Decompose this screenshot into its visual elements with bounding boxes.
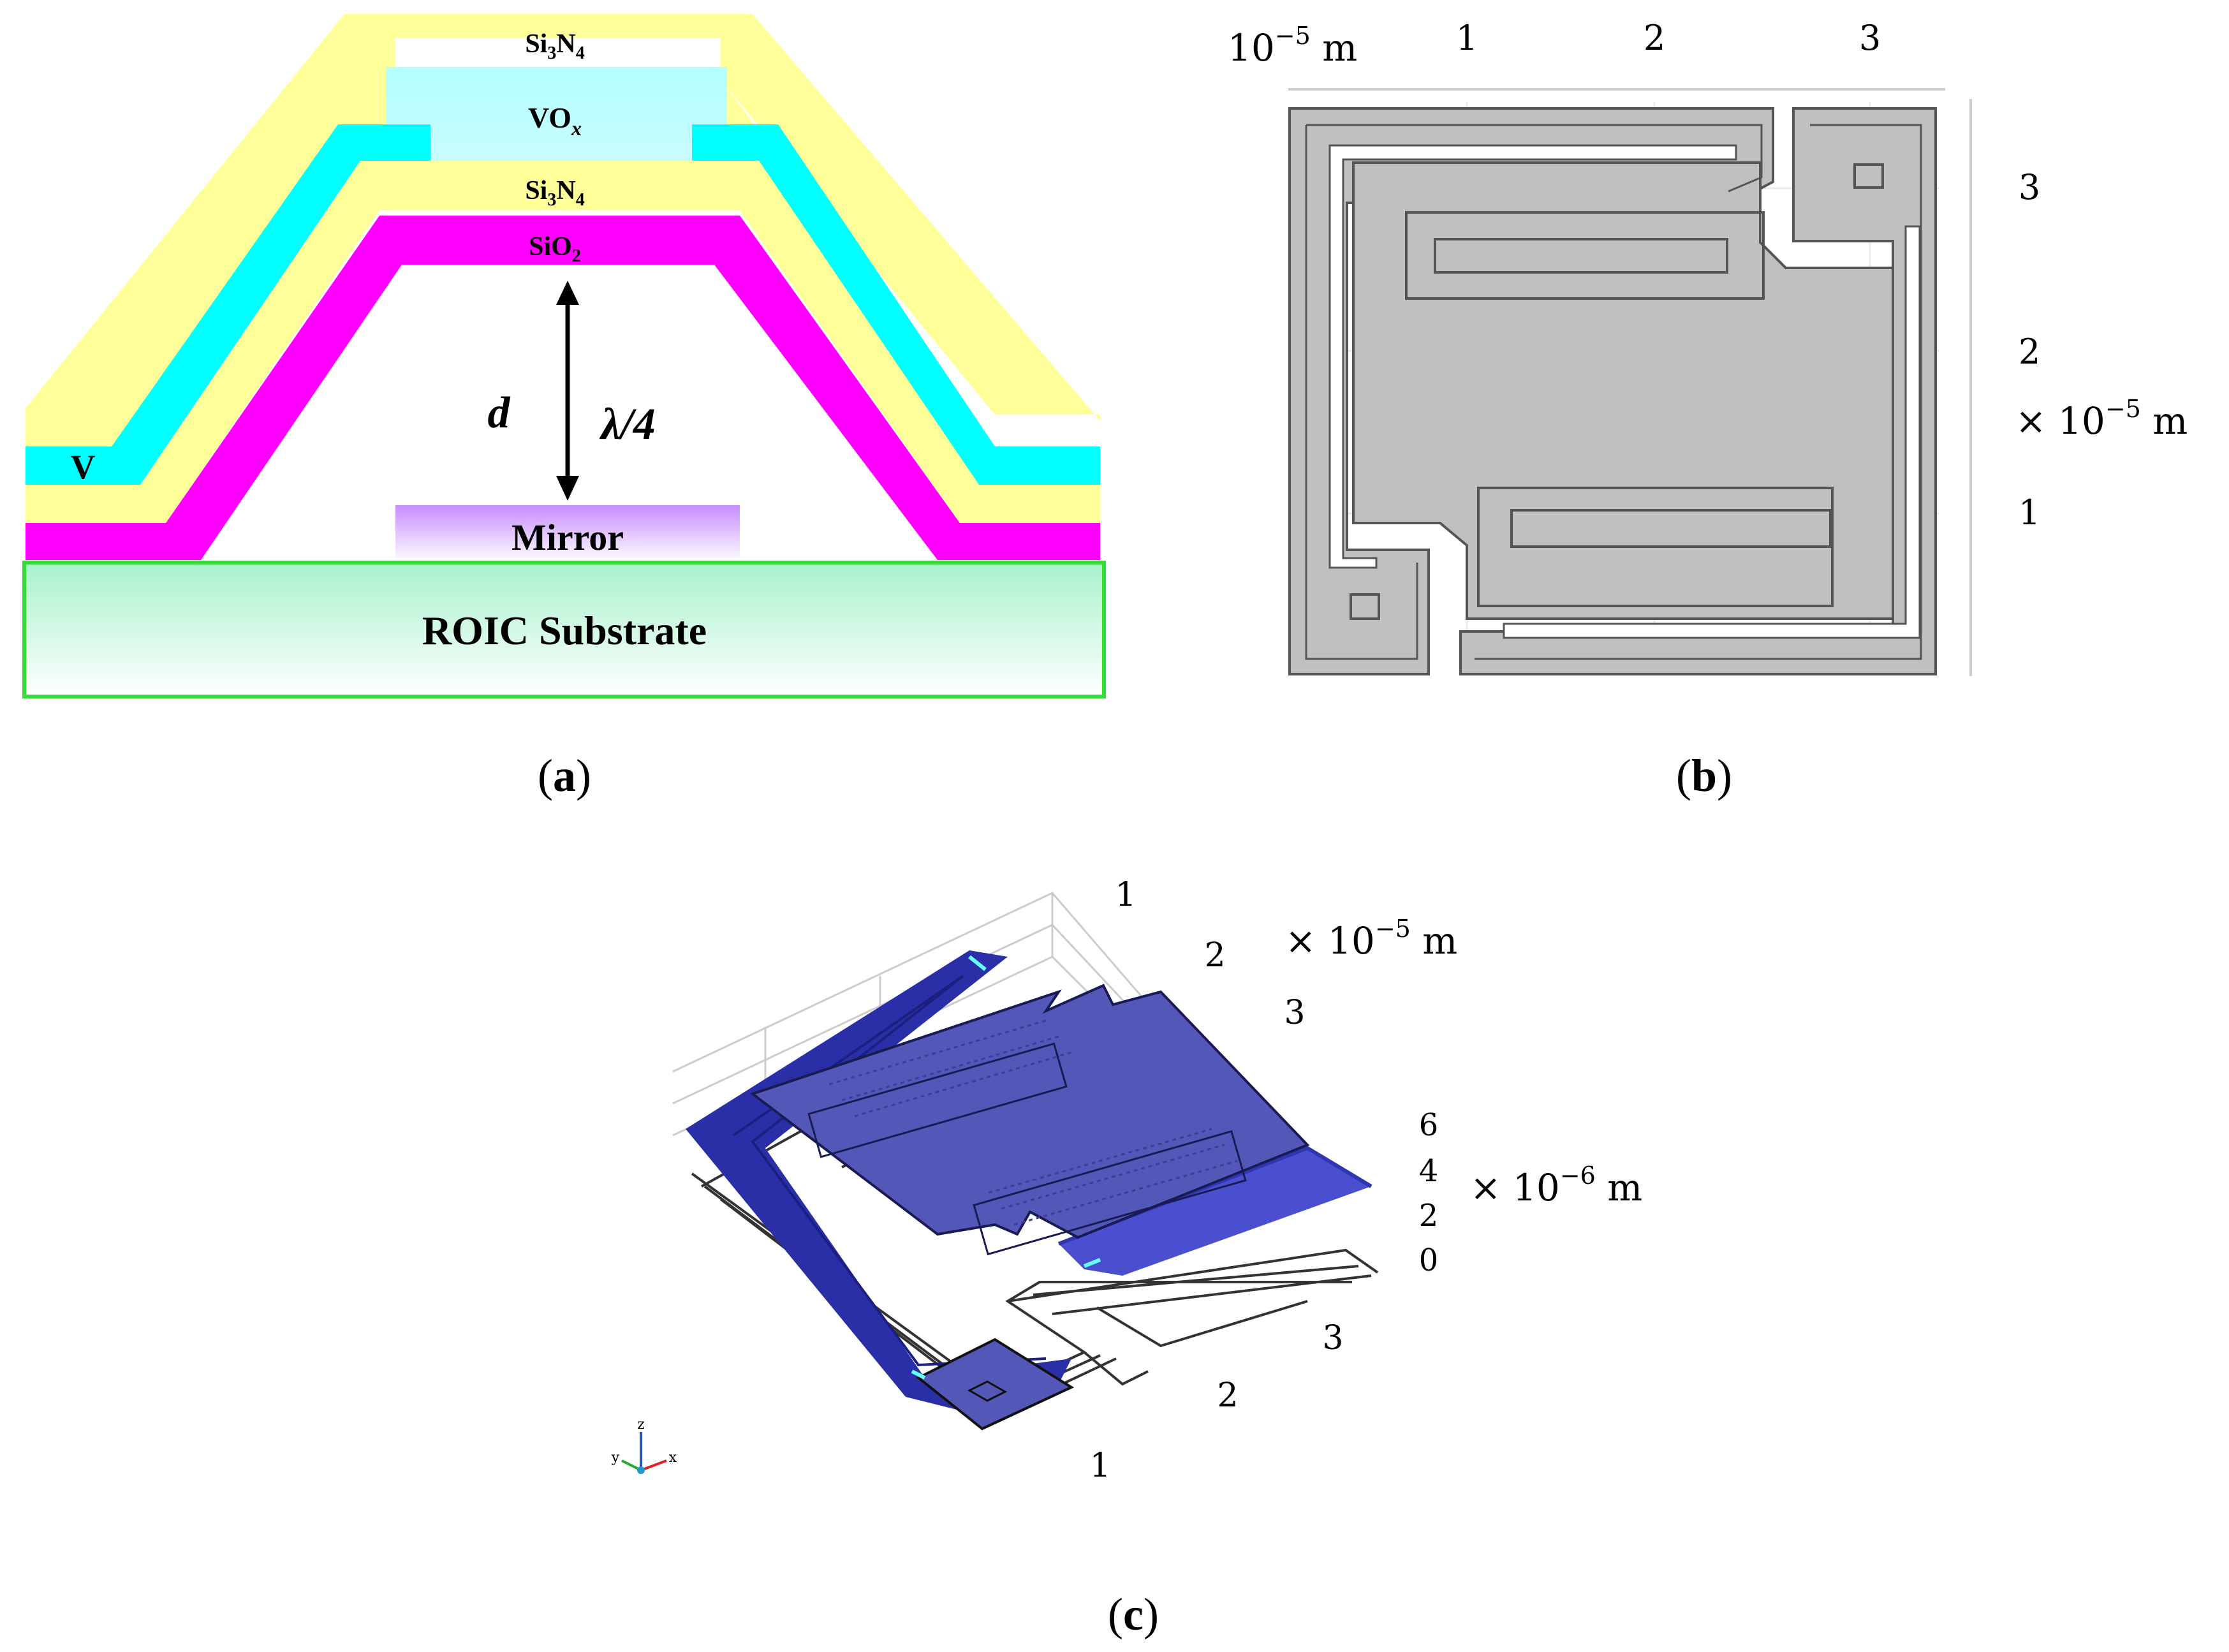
- gap-arrow: [556, 281, 579, 501]
- top-si3n4-cap: [344, 14, 753, 38]
- x-tick-1: 1: [1456, 18, 1478, 58]
- right-pad: [1459, 107, 1937, 675]
- y-tick-2: 2: [2019, 332, 2040, 372]
- c-front-tick-2: 2: [1217, 1376, 1238, 1415]
- y-tick-3: 3: [2019, 167, 2040, 207]
- absorber-plate-3d: [749, 984, 1310, 1239]
- v-layer-right: [692, 124, 1100, 485]
- x-unit-label: 10−5 m: [1228, 22, 1357, 70]
- lower-slot-frame: [1477, 487, 1834, 607]
- left-leg-gap: [1328, 144, 1737, 569]
- c-top-tick-3: 3: [1284, 994, 1305, 1032]
- c-z-tick-6: 6: [1419, 1107, 1439, 1143]
- gap-label: d: [488, 388, 511, 438]
- x-tick-2: 2: [1644, 18, 1665, 58]
- c-z-tick-4: 4: [1419, 1153, 1439, 1189]
- upper-slot-frame: [1405, 211, 1765, 300]
- top-si3n4-shoulder: [26, 14, 395, 415]
- contact-pad-bottom-left: [1350, 593, 1380, 620]
- c-z-tick-2: 2: [1419, 1198, 1439, 1234]
- vox-layer: [386, 67, 727, 163]
- axis-triad: z y x: [611, 1417, 677, 1474]
- contact-pad-top-right: [1853, 163, 1884, 189]
- upper-slot: [1434, 238, 1728, 274]
- hotspot-top: [968, 955, 987, 971]
- c-top-unit: × 10−5 m: [1285, 915, 1457, 962]
- c-z-tick-0: 0: [1419, 1243, 1439, 1278]
- hotspot-bottom: [911, 1369, 926, 1380]
- triad-z: z: [637, 1417, 645, 1433]
- mirror-label: Mirror: [511, 517, 624, 558]
- v-label: V: [71, 448, 96, 486]
- mirror: [395, 505, 740, 563]
- hotspot-right: [1083, 1258, 1101, 1268]
- triad-x: x: [669, 1450, 677, 1466]
- contact-pad-3d: [916, 1338, 1075, 1431]
- caption-a: (a): [538, 750, 591, 801]
- v-layer-left: [26, 124, 430, 485]
- c-top-tick-2: 2: [1204, 936, 1225, 975]
- y-unit-label: × 10−5 m: [2015, 395, 2188, 443]
- panel-a: Si3N4 VOx Si3N4 SiO2 V Mirror ROIC Subst…: [22, 14, 1106, 801]
- c-z-unit: × 10−6 m: [1470, 1162, 1642, 1209]
- c-front-tick-1: 1: [1089, 1447, 1110, 1485]
- wavelength-label: λ/4: [599, 400, 656, 449]
- plate-slots: [828, 1019, 1238, 1226]
- substrate-label: ROIC Substrate: [422, 608, 707, 653]
- plate-slot-frame-upper: [807, 1042, 1068, 1158]
- triad-y: y: [611, 1450, 620, 1466]
- panel-b: 10−5 m 1 2 3 3 2 × 10−5 m 1: [1228, 18, 2188, 801]
- mid-si3n4-layer: [26, 161, 1100, 523]
- y-tick-1: 1: [2019, 492, 2040, 533]
- x-tick-3: 3: [1859, 18, 1881, 58]
- central-plate: [1352, 161, 1894, 620]
- right-leg-3d: [1059, 1148, 1371, 1276]
- c-front-tick-3: 3: [1322, 1319, 1343, 1357]
- right-leg-inner-line: [1475, 124, 1922, 660]
- plate-slot-frame-lower: [973, 1130, 1247, 1256]
- top-si3n4-shoulder-right: [721, 14, 1100, 421]
- caption-b: (b): [1676, 750, 1732, 801]
- sio2-layer: [26, 216, 1100, 560]
- panel-c: 1 2 3 × 10−5 m 6 4 2 0 × 10−6 m 3 2 1 z …: [611, 876, 1643, 1640]
- left-leg-inner-line: [1305, 124, 1763, 660]
- right-leg-gap: [1503, 225, 1921, 639]
- roic-substrate: [22, 561, 1106, 698]
- lower-slot: [1510, 509, 1832, 548]
- caption-c: (c): [1108, 1589, 1159, 1640]
- contact-pad-3d-square: [967, 1380, 1008, 1402]
- c-top-tick-1: 1: [1115, 876, 1136, 914]
